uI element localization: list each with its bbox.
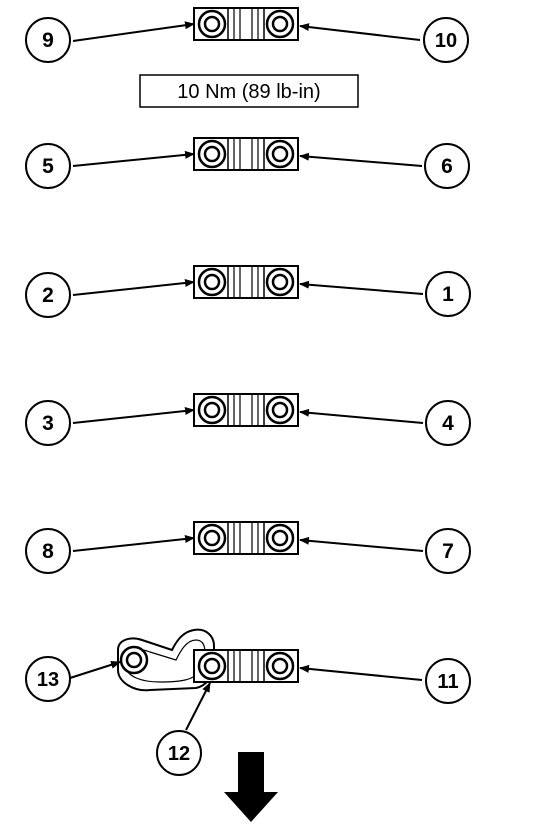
callout-13: 13 (37, 669, 59, 691)
callout-10: 10 (435, 30, 457, 52)
bearing-cap-row-1 (192, 6, 300, 42)
callout-1: 1 (442, 283, 454, 306)
arrow-2 (72, 278, 195, 296)
arrow-7 (299, 536, 424, 552)
arrow-9 (72, 21, 195, 42)
callout-7-circle (425, 528, 471, 574)
arrow-1 (299, 280, 424, 295)
bearing-cap-row-3 (192, 264, 300, 300)
callout-7: 7 (442, 540, 454, 563)
callout-5: 5 (42, 155, 54, 178)
bearing-cap-row-4 (192, 392, 300, 428)
callout-6-circle (424, 143, 470, 189)
arrow-12 (185, 682, 211, 731)
direction-arrow-icon (224, 752, 278, 822)
arrow-3 (72, 406, 195, 424)
callout-4: 4 (442, 412, 454, 435)
thrust-bracket (117, 628, 215, 692)
callout-1-circle (425, 271, 471, 317)
torque-label-box (139, 74, 359, 108)
callout-9: 9 (42, 29, 54, 52)
callout-8-circle (25, 528, 71, 574)
callout-5-circle (25, 143, 71, 189)
callout-2-circle (25, 272, 71, 318)
callout-3-circle (25, 400, 71, 446)
arrow-13 (69, 660, 121, 679)
callout-3: 3 (42, 412, 54, 435)
arrow-6 (299, 152, 423, 167)
bearing-cap-row-2 (192, 136, 300, 172)
callout-4-circle (425, 400, 471, 446)
callout-11-circle (425, 658, 471, 704)
callout-12-circle (156, 730, 202, 776)
callout-10-circle (423, 17, 469, 63)
bearing-cap-row-6 (192, 648, 300, 684)
bearing-cap-row-5 (192, 520, 300, 556)
callout-8: 8 (42, 540, 54, 563)
arrow-5 (72, 150, 195, 167)
callout-2: 2 (42, 284, 54, 307)
arrow-11 (299, 664, 423, 681)
callout-9-circle (25, 17, 71, 63)
callout-6: 6 (441, 155, 453, 178)
arrow-10 (299, 23, 421, 41)
arrow-4 (299, 408, 424, 424)
torque-label: 10 Nm (89 lb-in) (177, 81, 320, 103)
callout-13-circle (25, 656, 71, 702)
arrow-8 (72, 534, 195, 552)
callout-11: 11 (437, 671, 458, 693)
callout-12: 12 (168, 743, 190, 765)
